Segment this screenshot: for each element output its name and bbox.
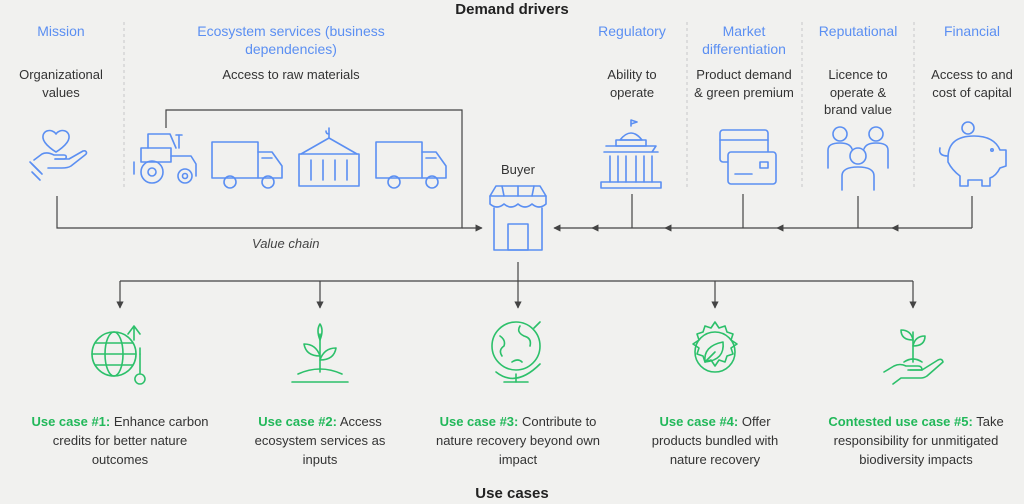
driver-label-financial: Financial — [943, 23, 1001, 39]
demand-drivers-title: Demand drivers — [455, 1, 569, 18]
globe-thermometer-icon — [91, 325, 146, 385]
use-case-3: Use case #3: Contribute to nature recove… — [428, 412, 608, 469]
driver-desc-financial: Access to and cost of capital — [931, 67, 1013, 100]
driver-desc-ecosystem: Access to raw materials — [222, 67, 360, 82]
use-case-5-title: Contested use case #5: — [828, 414, 973, 429]
driver-desc-mission: Organizational values — [19, 67, 103, 100]
use-case-4: Use case #4: Offer products bundled with… — [640, 412, 790, 469]
sprout-icon — [291, 323, 349, 383]
people-group-icon — [827, 126, 889, 191]
driver-label-mission: Mission — [37, 23, 85, 39]
driver-label-market: Market differentiation — [702, 23, 786, 57]
piggy-bank-icon — [938, 121, 1007, 187]
use-case-3-text: Contribute to nature recovery beyond own… — [435, 414, 601, 467]
driver-label-reputational: Reputational — [818, 23, 898, 39]
hand-plant-icon — [883, 329, 944, 385]
gear-leaf-icon — [692, 321, 738, 373]
use-case-2-text: Access ecosystem services as inputs — [254, 414, 386, 467]
truck-icon — [211, 141, 283, 189]
driver-label-ecosystem: Ecosystem services (business dependencie… — [197, 23, 385, 57]
delivery-truck-icon — [375, 141, 447, 189]
use-case-2-title: Use case #2: — [258, 414, 337, 429]
driver-desc-reputational: Licence to operate & brand value — [824, 67, 892, 117]
value-chain-label: Value chain — [252, 236, 320, 251]
column-dividers — [123, 22, 915, 190]
value-chain-connectors — [56, 109, 973, 309]
government-building-icon — [600, 119, 662, 189]
use-case-1-title: Use case #1: — [31, 414, 111, 429]
use-case-1-text: Enhance carbon credits for better nature… — [52, 414, 209, 467]
use-case-2: Use case #2: Access ecosystem services a… — [240, 412, 400, 469]
use-case-4-title: Use case #4: — [659, 414, 739, 429]
buyer-label: Buyer — [501, 162, 535, 177]
tractor-icon — [133, 133, 197, 184]
use-case-5-text: Take responsibility for unmitigated biod… — [833, 414, 1004, 467]
use-case-1: Use case #1: Enhance carbon credits for … — [30, 412, 210, 469]
globe-stand-icon — [491, 321, 541, 383]
credit-cards-icon — [719, 129, 777, 185]
driver-desc-regulatory: Ability to operate — [607, 67, 657, 100]
use-cases-title: Use cases — [475, 485, 549, 502]
driver-desc-market: Product demand & green premium — [694, 67, 794, 100]
heart-hand-icon — [29, 129, 88, 181]
use-case-4-text: Offer products bundled with nature recov… — [651, 414, 779, 467]
storefront-icon — [489, 185, 547, 251]
shipping-container-icon — [298, 127, 360, 187]
use-case-3-title: Use case #3: — [439, 414, 519, 429]
use-case-5: Contested use case #5: Take responsibili… — [818, 412, 1014, 469]
driver-label-regulatory: Regulatory — [598, 23, 666, 39]
